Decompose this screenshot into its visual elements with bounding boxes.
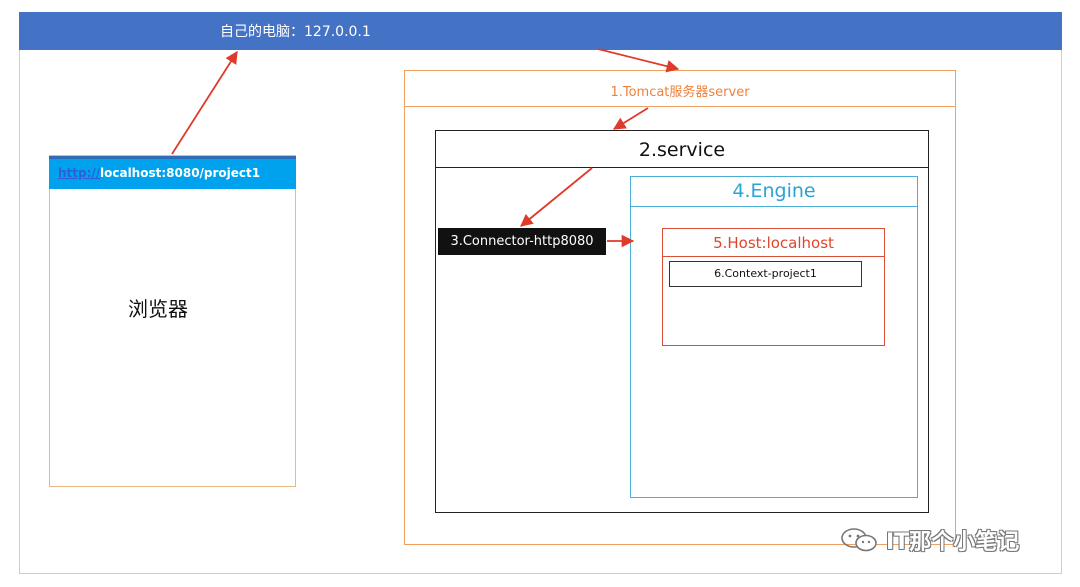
browser-label: 浏览器 [128,297,188,321]
url-path: localhost:8080/project1 [100,166,261,180]
browser-address-bar[interactable] [49,156,296,189]
engine-box [630,176,918,498]
watermark-text: IT那个小笔记 [886,530,1020,555]
service-label: 2.service [638,139,726,161]
engine-header [630,176,918,207]
url-scheme-link[interactable]: http:// [58,166,101,180]
wechat-icon [841,528,877,552]
host-label: 5.Host:localhost [713,234,834,252]
tomcat-server-label: 1.Tomcat服务器server [610,85,750,100]
host-box [662,228,885,346]
connector-box: 3.Connector-http8080 [438,228,606,255]
tomcat-server-header [404,70,956,107]
service-header [435,130,929,168]
computer-bar [19,12,1062,50]
host-header [662,228,885,257]
context-box: 6.Context-project1 [669,261,862,287]
watermark: IT那个小笔记 [840,525,1019,555]
computer-label: 自己的电脑：127.0.0.1 [220,24,371,40]
engine-label: 4.Engine [732,180,816,202]
browser-window [49,155,296,487]
